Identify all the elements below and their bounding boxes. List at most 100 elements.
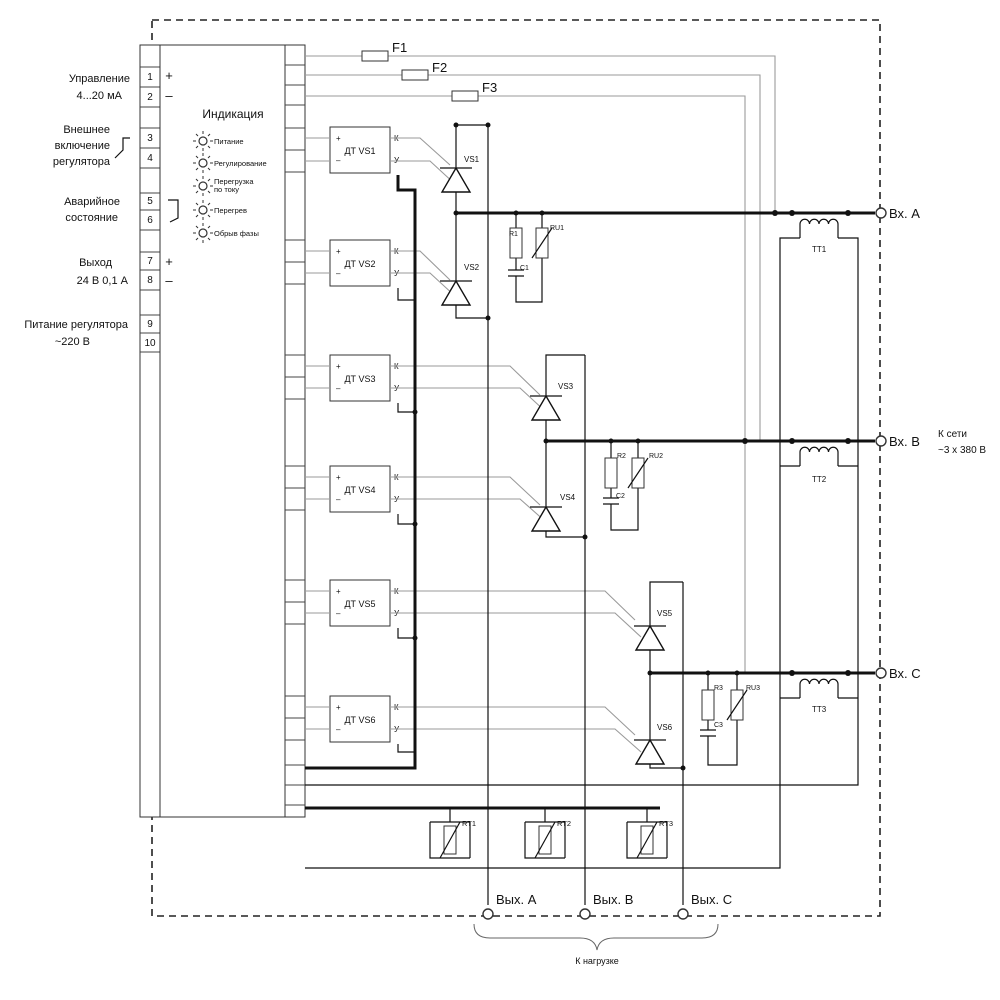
indicator-label-regulation: Регулирование [214, 159, 267, 168]
snubber-r-label: R2 [617, 453, 626, 460]
output-label-a: Вых. А [496, 892, 537, 907]
terminal-10: 10 [144, 338, 156, 349]
current-transformers [305, 218, 859, 869]
fuse-label-f3: F3 [482, 80, 497, 95]
terminal-6: 6 [147, 215, 153, 226]
resistor-r2 [604, 457, 618, 489]
input-label-b: Вх. В [889, 434, 920, 449]
varistor-ru2-slash [627, 457, 649, 489]
phase-a-frame [455, 124, 488, 319]
fuse-label-f2: F2 [432, 60, 447, 75]
driver-return-bus [305, 175, 417, 770]
input-terminal-a [875, 207, 887, 219]
driver-pin-minus: – [336, 609, 341, 618]
driver-return-taps [397, 288, 415, 753]
plus-sign: + [165, 254, 173, 269]
label-power-1: Питание регулятора [24, 319, 129, 331]
network-label-2: ~3 х 380 В [938, 445, 986, 456]
connector-column [284, 44, 306, 818]
ct-core-bars [796, 211, 844, 675]
input-terminal-c [875, 667, 887, 679]
switch-alarm [168, 199, 179, 223]
driver-pin-plus: + [336, 473, 341, 482]
snubber-c-wires [700, 673, 738, 766]
plus-sign: + [165, 68, 173, 83]
thyristor-label: VS2 [464, 263, 480, 272]
thyristor-vs5 [634, 624, 666, 651]
terminal-2: 2 [147, 92, 153, 103]
driver-pin-minus: – [336, 725, 341, 734]
label-ext-enable-2: включение [55, 140, 110, 152]
driver-pin-plus: + [336, 703, 341, 712]
terminal-dividers [140, 66, 160, 353]
driver-label: ДТ VS6 [344, 715, 375, 725]
thermistor-label: RT3 [659, 819, 673, 828]
driver-pin-plus: + [336, 587, 341, 596]
fuses [361, 50, 479, 102]
thyristor-vs3 [530, 394, 562, 421]
indicator-label-overload-2: по току [214, 185, 239, 194]
thyristor-label: VS1 [464, 155, 480, 164]
thyristor-vs1 [440, 166, 472, 193]
snubber-ru-label: RU1 [550, 225, 564, 232]
driver-pin-plus: + [336, 247, 341, 256]
output-label-b: Вых. В [593, 892, 633, 907]
thyristor-label: VS3 [558, 382, 574, 391]
snubber-c-label: C2 [616, 493, 625, 500]
network-label-1: К сети [938, 429, 967, 440]
label-alarm-1: Аварийное [64, 196, 120, 208]
driver-label: ДТ VS4 [344, 485, 375, 495]
switch-ext-enable [114, 137, 130, 159]
driver-boxes [329, 126, 391, 743]
driver-pin-plus: + [336, 362, 341, 371]
label-control-2: 4...20 мА [77, 90, 123, 102]
connector-dividers [285, 64, 305, 806]
ct-label: TT2 [812, 475, 827, 484]
label-control-1: Управление [69, 73, 130, 85]
label-ext-enable-1: Внешнее [63, 124, 110, 136]
phase-b-frame [545, 354, 585, 538]
indicator-label-overheat: Перегрев [214, 206, 247, 215]
terminal-1: 1 [147, 72, 153, 83]
output-label-c: Вых. С [691, 892, 732, 907]
snubber-a-wires [508, 213, 543, 303]
driver-pin-minus: – [336, 384, 341, 393]
snubber-b-wires [603, 441, 639, 531]
driver-label: ДТ VS3 [344, 374, 375, 384]
resistor-r1 [509, 227, 523, 259]
load-label: К нагрузке [575, 956, 619, 966]
varistor-ru1-slash [531, 227, 553, 259]
driver-pin-minus: – [336, 156, 341, 165]
terminal-7: 7 [147, 256, 153, 267]
snubber-ru-label: RU2 [649, 453, 663, 460]
indicator-rays [193, 131, 213, 243]
thermistor-label: RT2 [557, 819, 571, 828]
label-output-2: 24 В 0,1 А [77, 275, 129, 287]
snubber-r-label: R3 [714, 685, 723, 692]
snubber-r-label: R1 [509, 231, 518, 238]
thyristor-vs2 [440, 279, 472, 306]
label-ext-enable-3: регулятора [53, 156, 111, 168]
thyristor-vs4 [530, 505, 562, 532]
controller-block [159, 44, 286, 818]
minus-sign: – [165, 88, 173, 103]
indication-title: Индикация [202, 107, 263, 121]
label-power-2: ~220 В [55, 336, 90, 348]
snubber-c-label: C1 [520, 265, 529, 272]
thyristor-label: VS5 [657, 609, 673, 618]
label-alarm-2: состояние [65, 212, 118, 224]
thermistor-rt3-slash [636, 821, 658, 859]
driver-pin-plus: + [336, 134, 341, 143]
fuse-label-f1: F1 [392, 40, 407, 55]
fuse-lines [305, 55, 776, 673]
indicator-label-phase-loss: Обрыв фазы [214, 229, 259, 238]
input-label-a: Вх. А [889, 206, 920, 221]
output-terminal-c [677, 908, 689, 920]
driver-label: ДТ VS1 [344, 146, 375, 156]
thermistor-rt2-slash [534, 821, 556, 859]
snubber-c-label: C3 [714, 722, 723, 729]
terminal-9: 9 [147, 319, 153, 330]
label-output-1: Выход [79, 257, 112, 269]
ct-label: TT1 [812, 245, 827, 254]
minus-sign: – [165, 273, 173, 288]
